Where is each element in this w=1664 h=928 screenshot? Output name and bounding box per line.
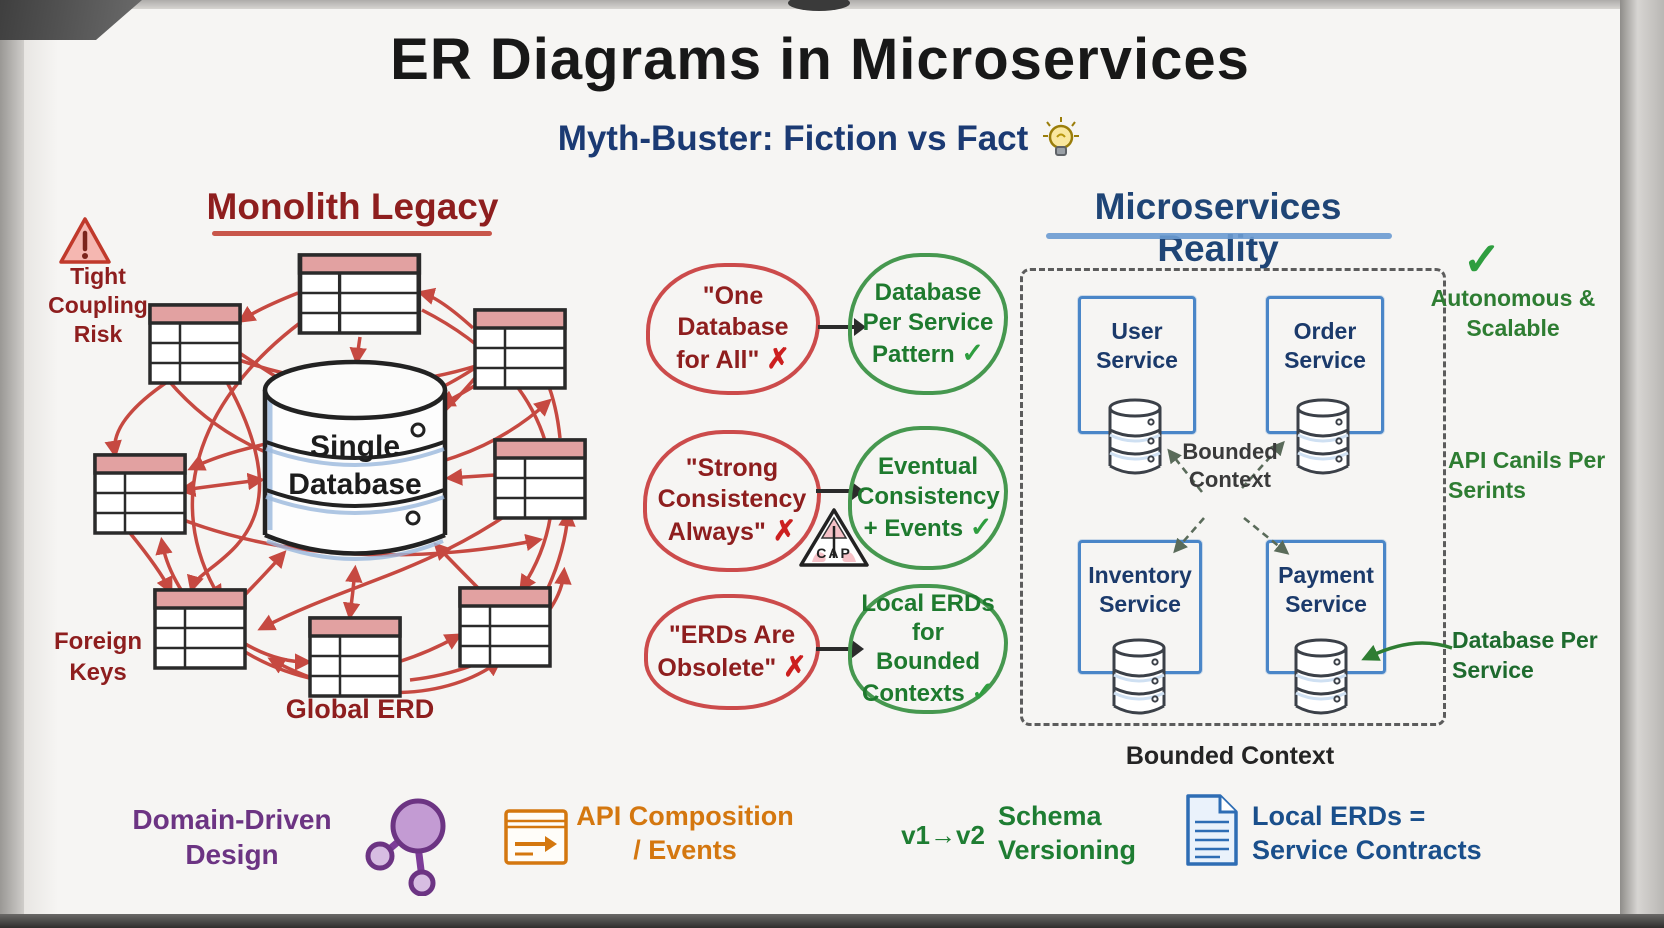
bounded-context-box <box>1020 268 1446 726</box>
database-icon-inventory <box>1112 638 1166 715</box>
page-subtitle: Myth-Buster: Fiction vs Fact <box>557 119 1029 158</box>
api-calls-label: API Canils Per Serints <box>1448 447 1606 503</box>
board-frame-right <box>1620 0 1664 928</box>
monolith-diagram <box>93 240 587 698</box>
check-mark-icon: ✓ <box>971 677 994 708</box>
fact-text: Eventual Consistency + Events <box>857 453 1000 542</box>
myth-bubble-erds-obsolete: "ERDs Are Obsolete" ✗ <box>644 594 820 710</box>
fact-bubble-eventual-consistency: Eventual Consistency + Events ✓ <box>848 426 1008 570</box>
board-frame-bottom <box>0 914 1664 928</box>
service-box-user: User Service <box>1078 296 1196 434</box>
database-per-service-label: Database Per Service <box>1452 627 1598 683</box>
myth-text: "Strong Consistency Always" <box>657 454 807 547</box>
x-mark-icon: ✗ <box>766 343 790 375</box>
foreign-keys-label: Foreign Keys <box>54 628 142 687</box>
schema-versioning-label: Schema Versioning <box>998 801 1137 865</box>
api-card-icon <box>504 809 568 865</box>
bounded-context-center-label: Bounded Context <box>1182 439 1278 492</box>
fact-bubble-local-erds: Local ERDs for Bounded Contexts ✓ <box>848 584 1008 714</box>
microservices-heading: Microservices Reality <box>1094 186 1342 269</box>
x-mark-icon: ✗ <box>783 651 807 683</box>
board-clip <box>788 0 850 11</box>
document-icon <box>1186 794 1238 866</box>
service-box-order: Order Service <box>1266 296 1384 434</box>
subtitle-row: Myth-Buster: Fiction vs Fact <box>0 116 1640 162</box>
cap-theorem-icon: CAP <box>799 508 869 567</box>
cap-label: CAP <box>816 545 852 561</box>
warning-icon <box>59 217 111 264</box>
x-mark-icon: ✗ <box>772 515 797 547</box>
autonomous-label: Autonomous & Scalable <box>1430 285 1596 341</box>
monolith-heading: Monolith Legacy <box>206 186 499 227</box>
check-mark-icon: ✓ <box>969 511 993 542</box>
fact-text: Local ERDs for Bounded Contexts <box>861 589 995 708</box>
service-label: Order Service <box>1284 318 1366 373</box>
fact-bubble-db-per-service: Database Per Service Pattern ✓ <box>848 253 1008 395</box>
board-frame-left <box>0 0 24 928</box>
database-icon-user <box>1108 398 1162 475</box>
fact-text: Database Per Service Pattern <box>862 279 994 368</box>
check-mark-icon: ✓ <box>961 337 984 368</box>
myth-text: "One Database for All" <box>676 282 789 375</box>
myth-text: "ERDs Are Obsolete" <box>657 620 796 683</box>
lightbulb-icon <box>1043 117 1080 156</box>
database-icon-order <box>1296 398 1350 475</box>
database-per-service-arrow <box>1361 641 1453 661</box>
single-database-cylinder <box>262 359 448 561</box>
service-label: Inventory Service <box>1088 562 1192 617</box>
microservices-underline <box>1046 233 1392 239</box>
tight-coupling-label: Tight Coupling Risk <box>48 263 148 347</box>
molecule-icon <box>365 798 446 896</box>
ddd-label: Domain-Driven Design <box>132 804 332 870</box>
monolith-underline <box>212 231 492 236</box>
page-title: ER Diagrams in Microservices <box>390 27 1250 92</box>
service-label: User Service <box>1096 318 1178 373</box>
single-database-label: Single Database <box>288 430 422 501</box>
local-erds-label: Local ERDs = Service Contracts <box>1252 801 1482 865</box>
version-arrow-label: v1→v2 <box>901 820 985 850</box>
service-box-payment: Payment Service <box>1266 540 1386 674</box>
global-erd-label: Global ERD <box>285 694 435 724</box>
myth-bubble-one-database: "One Database for All" ✗ <box>646 263 820 395</box>
check-mark-icon: ✓ <box>1462 233 1502 285</box>
database-icon-payment <box>1294 638 1348 715</box>
board-frame-left-shadow <box>24 0 58 928</box>
api-composition-label: API Composition / Events <box>576 801 794 865</box>
myth-bubble-strong-consistency: "Strong Consistency Always" ✗ <box>643 430 821 572</box>
bounded-context-arrows <box>1167 440 1290 555</box>
service-label: Payment Service <box>1278 562 1374 617</box>
bounded-context-bottom-label: Bounded Context <box>1125 742 1335 770</box>
